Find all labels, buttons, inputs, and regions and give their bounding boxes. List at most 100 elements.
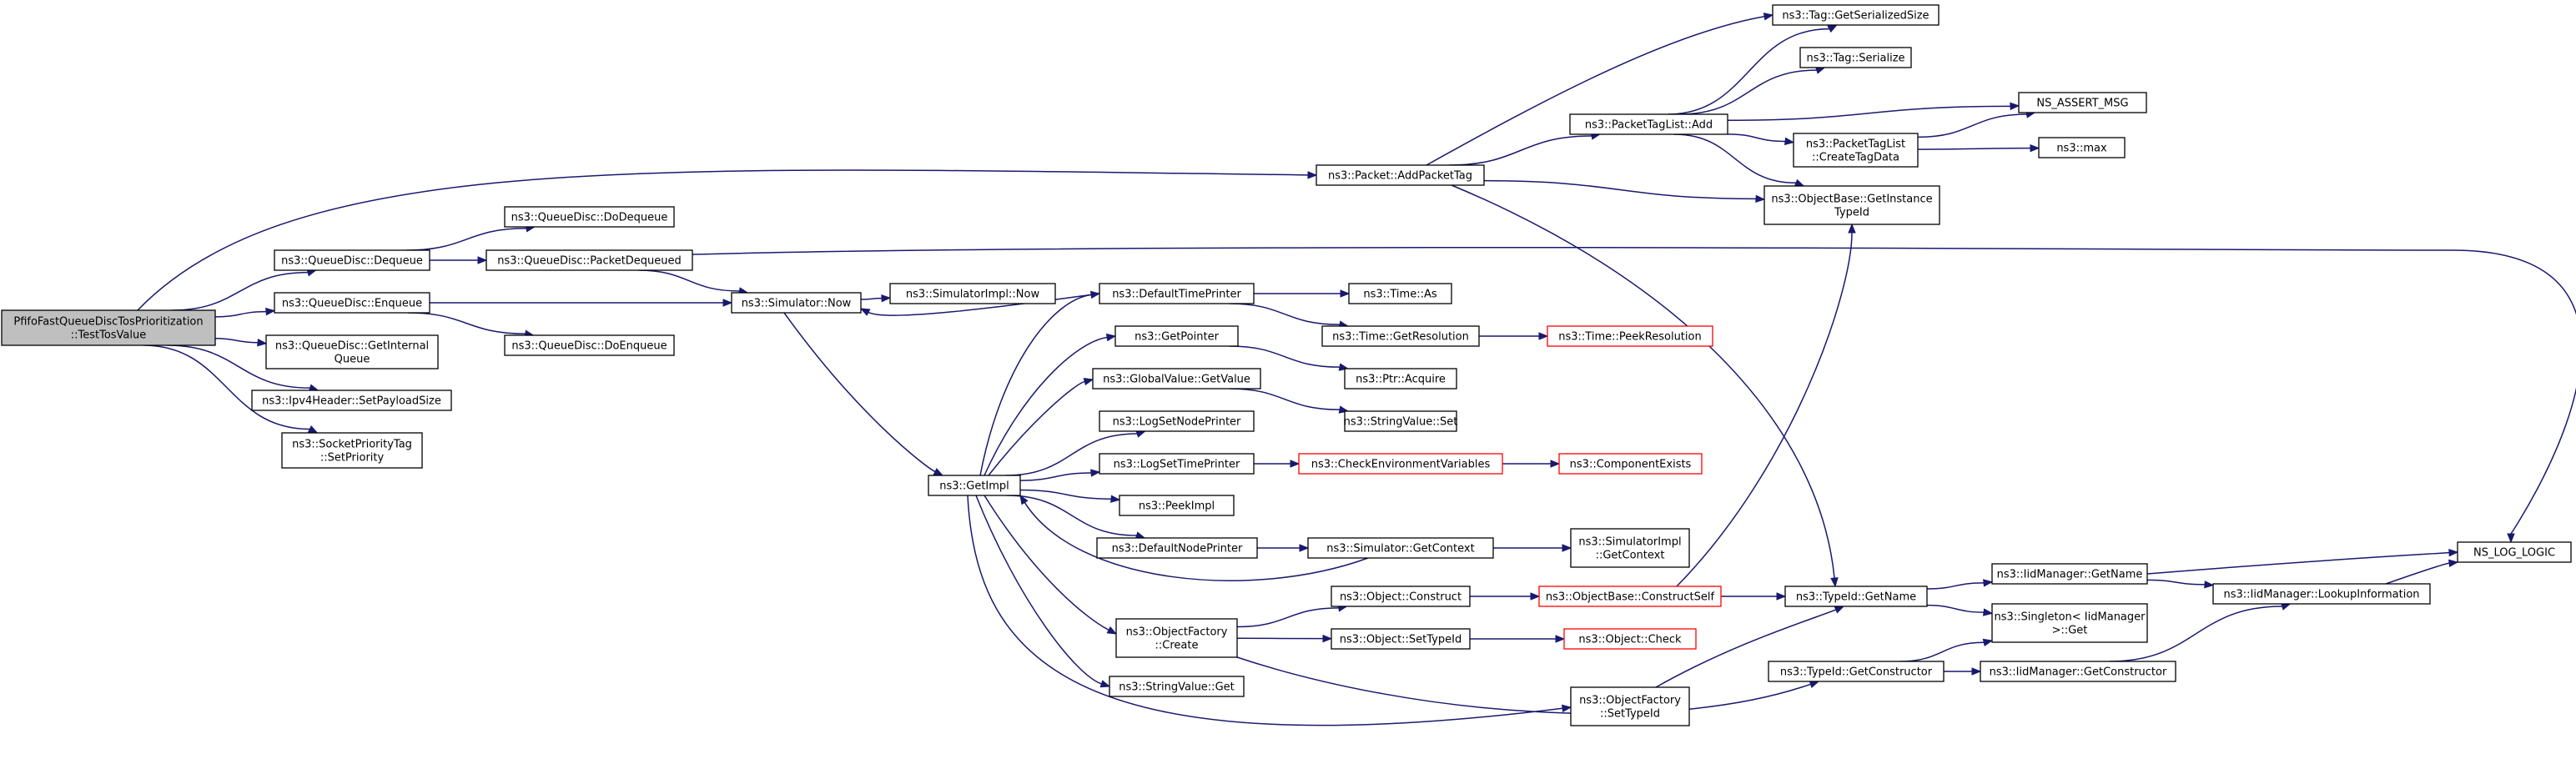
node-sim-now[interactable]: ns3::Simulator::Now xyxy=(731,292,862,314)
node-label: ns3::ObjectFactory xyxy=(1579,695,1681,707)
edge-arrowhead xyxy=(1834,606,1845,614)
node-box xyxy=(504,206,675,228)
node-time-peekresolution[interactable]: ns3::Time::PeekResolution xyxy=(1547,325,1713,347)
edge-arrowhead xyxy=(2010,102,2020,111)
node-singleton-get[interactable]: ns3::Singleton< IidManager>::Get xyxy=(1991,603,2148,643)
node-label: >::Get xyxy=(2052,625,2088,637)
node-qd-dequeue[interactable]: ns3::QueueDisc::Dequeue xyxy=(274,249,430,271)
node-typeid-getconstructor[interactable]: ns3::TypeId::GetConstructor xyxy=(1768,661,1945,682)
node-box xyxy=(889,283,1056,304)
node-packettaglist-add[interactable]: ns3::PacketTagList::Add xyxy=(1569,113,1728,135)
node-box xyxy=(1115,618,1238,658)
node-box xyxy=(1114,325,1239,347)
node-qd-enqueue[interactable]: ns3::QueueDisc::Enqueue xyxy=(274,292,430,314)
node-packettaglist-createtagdata[interactable]: ns3::PacketTagList::CreateTagData xyxy=(1793,133,1919,168)
edge-line xyxy=(214,310,267,318)
node-object-construct[interactable]: ns3::Object::Construct xyxy=(1331,586,1471,607)
node-box xyxy=(1793,133,1919,168)
node-time-as[interactable]: ns3::Time::As xyxy=(1348,283,1452,304)
node-logsettimeprinter[interactable]: ns3::LogSetTimePrinter xyxy=(1099,453,1255,475)
node-label: ns3::max xyxy=(2056,143,2107,155)
node-object-settypeid[interactable]: ns3::Object::SetTypeId xyxy=(1331,628,1471,650)
node-iidmanager-lookupinformation[interactable]: ns3::IidManager::LookupInformation xyxy=(2212,583,2431,605)
node-box xyxy=(1331,586,1471,607)
edge-qd_dequeue-to-qd_dodequeue xyxy=(406,224,536,251)
node-ns3-max[interactable]: ns3::max xyxy=(2038,137,2126,158)
node-objectbase-constructself[interactable]: ns3::ObjectBase::ConstructSelf xyxy=(1538,586,1722,607)
edge-sim_getcontext-to-simimpl_getcontext xyxy=(1493,544,1572,552)
node-time-getresolution[interactable]: ns3::Time::GetResolution xyxy=(1321,325,1480,347)
node-ns-log-logic[interactable]: NS_LOG_LOGIC xyxy=(2457,541,2572,563)
edge-line xyxy=(1229,388,1341,410)
node-iidmanager-getname[interactable]: ns3::IidManager::GetName xyxy=(1991,563,2148,585)
edge-packettaglist_add-to-tag_serialize xyxy=(1679,66,1826,115)
edge-iidmanager_getname-to-iidmanager_lookupinformation xyxy=(2146,579,2215,589)
node-getpointer[interactable]: ns3::GetPointer xyxy=(1114,325,1239,347)
node-label: ns3::Tag::Serialize xyxy=(1806,53,1904,65)
node-label: ns3::Object::SetTypeId xyxy=(1340,634,1462,646)
node-tag-serialize[interactable]: ns3::Tag::Serialize xyxy=(1799,47,1912,68)
node-qd-packetdequeued[interactable]: ns3::QueueDisc::PacketDequeued xyxy=(486,249,693,271)
node-getimpl[interactable]: ns3::GetImpl xyxy=(928,475,1021,496)
edge-arrowhead xyxy=(1763,13,1774,21)
node-simimpl-now[interactable]: ns3::SimulatorImpl::Now xyxy=(889,283,1056,304)
edge-line xyxy=(1679,69,1817,115)
node-object-check[interactable]: ns3::Object::Check xyxy=(1563,628,1697,650)
node-label: ns3::TypeId::GetName xyxy=(1796,591,1916,604)
node-sim-getcontext[interactable]: ns3::Simulator::GetContext xyxy=(1307,537,1494,559)
node-stringvalue-get[interactable]: ns3::StringValue::Get xyxy=(1109,676,1245,697)
node-qd-doenqueue[interactable]: ns3::QueueDisc::DoEnqueue xyxy=(504,334,675,356)
node-label: ns3::TypeId::GetConstructor xyxy=(1780,666,1933,679)
edge-arrowhead xyxy=(477,256,488,264)
node-defaultnodeprinter[interactable]: ns3::DefaultNodePrinter xyxy=(1096,537,1258,559)
edge-line xyxy=(1024,502,1369,581)
node-defaulttimeprinter[interactable]: ns3::DefaultTimePrinter xyxy=(1099,283,1255,304)
node-box xyxy=(1768,661,1945,682)
node-box xyxy=(1991,603,2148,643)
node-box xyxy=(1307,537,1494,559)
edge-arrowhead xyxy=(257,339,268,347)
node-ptr-acquire[interactable]: ns3::Ptr::Acquire xyxy=(1344,368,1457,390)
node-packet-addpackettag[interactable]: ns3::Packet::AddPacketTag xyxy=(1316,164,1485,186)
edge-packet_addpackettag-to-tag_getserializedsize xyxy=(1426,13,1774,166)
edge-arrowhead xyxy=(1090,469,1101,477)
node-box xyxy=(1099,283,1255,304)
node-objectfactory-create[interactable]: ns3::ObjectFactory::Create xyxy=(1115,618,1238,658)
edge-typeid_getname-to-iidmanager_getname xyxy=(1926,579,1994,590)
node-typeid-getname[interactable]: ns3::TypeId::GetName xyxy=(1784,586,1928,607)
node-checkenvvars[interactable]: ns3::CheckEnvironmentVariables xyxy=(1298,453,1503,475)
node-label: ns3::Object::Construct xyxy=(1340,591,1462,604)
edge-getpointer-to-ptr_acquire xyxy=(1229,345,1350,371)
node-qd-dodequeue[interactable]: ns3::QueueDisc::DoDequeue xyxy=(504,206,675,228)
node-label: ns3::QueueDisc::PacketDequeued xyxy=(497,255,682,268)
node-peekimpl[interactable]: ns3::PeekImpl xyxy=(1119,495,1235,516)
node-tag-getserializedsize[interactable]: ns3::Tag::GetSerializedSize xyxy=(1772,4,1940,26)
edge-line xyxy=(979,294,1092,476)
node-ns-assert-msg[interactable]: NS_ASSERT_MSG xyxy=(2018,92,2147,113)
edge-arrowhead xyxy=(2448,559,2459,568)
node-label: ns3::QueueDisc::GetInternal xyxy=(275,340,429,353)
node-iidmanager-getconstructor[interactable]: ns3::IidManager::GetConstructor xyxy=(1980,661,2176,682)
edge-sim_getcontext-to-getimpl xyxy=(1019,494,1369,581)
node-stringvalue-set[interactable]: ns3::StringValue::Set xyxy=(1344,410,1458,432)
node-box xyxy=(928,475,1021,496)
edge-line xyxy=(1006,495,1137,536)
edge-arrowhead xyxy=(2030,143,2040,153)
node-objectfactory-settypeid[interactable]: ns3::ObjectFactory::SetTypeId xyxy=(1570,686,1690,726)
edge-arrowhead xyxy=(307,425,319,434)
node-label: ::TestTosValue xyxy=(71,329,147,342)
edge-arrowhead xyxy=(1110,495,1121,503)
node-ipv4-setpayloadsize[interactable]: ns3::Ipv4Header::SetPayloadSize xyxy=(251,390,452,411)
node-logsetnodeprinter[interactable]: ns3::LogSetNodePrinter xyxy=(1099,410,1255,432)
node-globalvalue-getvalue[interactable]: ns3::GlobalValue::GetValue xyxy=(1092,368,1261,390)
node-componentexists[interactable]: ns3::ComponentExists xyxy=(1558,453,1703,475)
node-label: ns3::SocketPriorityTag xyxy=(292,439,412,451)
node-simimpl-getcontext[interactable]: ns3::SimulatorImpl::GetContext xyxy=(1570,528,1690,568)
edge-arrowhead xyxy=(1530,592,1541,601)
node-sockprio-setpriority[interactable]: ns3::SocketPriorityTag::SetPriority xyxy=(281,432,423,469)
node-label: ns3::Simulator::Now xyxy=(742,298,852,310)
edge-line xyxy=(143,344,310,430)
